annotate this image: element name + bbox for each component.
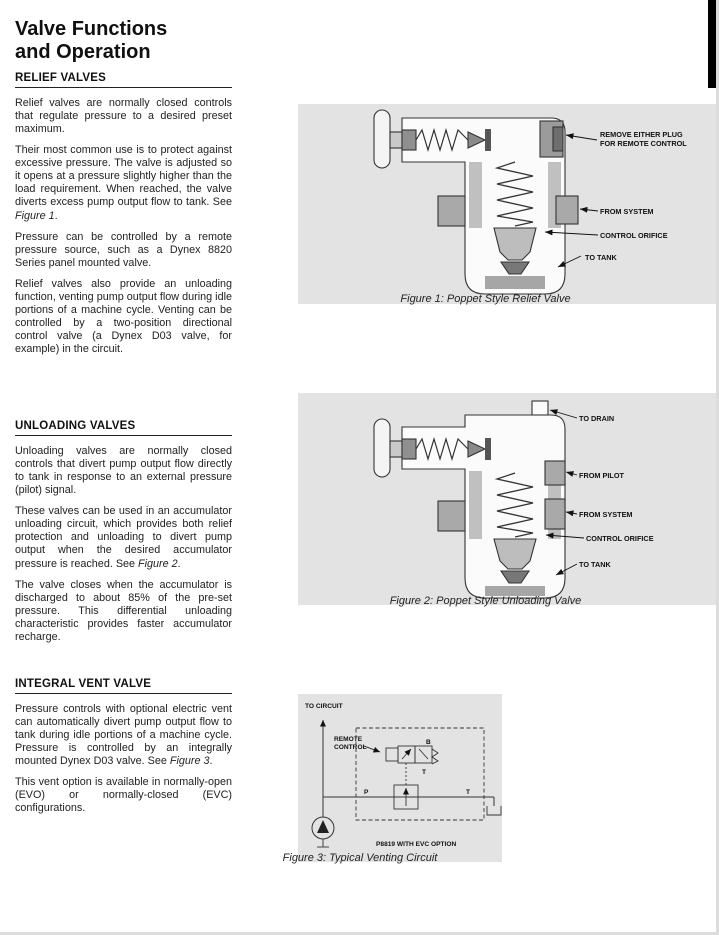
venting-circuit-schematic: TO CIRCUIT REMOTE CONTROL B T — [305, 703, 502, 848]
valve-port-t-label: T — [422, 769, 426, 776]
tank-symbol — [486, 797, 502, 816]
circuit-lines — [320, 720, 494, 817]
model-label: P8819 WITH EVC OPTION — [376, 841, 456, 848]
paragraph: Relief valves are normally closed contro… — [15, 97, 232, 136]
from-system-label: FROM SYSTEM — [600, 207, 654, 216]
figure1-relief-valve: REMOVE EITHER PLUG FOR REMOTE CONTROL FR… — [298, 104, 716, 304]
main-spring-and-poppet — [493, 472, 537, 584]
remote-control-label-line1: REMOTE — [334, 736, 363, 743]
valve-port-b-label: B — [426, 739, 431, 746]
page-title-line2: and Operation — [15, 40, 151, 63]
pilot-spring — [415, 436, 491, 462]
figure2-unloading-valve: TO DRAIN FROM PILOT FROM SYSTEM CONTROL … — [298, 393, 716, 605]
paragraph: This vent option is available in normall… — [15, 776, 232, 815]
paragraph-text: These valves can be used in an accumulat… — [15, 505, 232, 570]
remove-plug-label-line2: FOR REMOTE CONTROL — [600, 139, 687, 148]
paragraph-text: . — [177, 557, 181, 570]
paragraph: Relief valves also provide an unloading … — [15, 277, 232, 356]
to-tank-label: TO TANK — [585, 253, 617, 262]
page-title-line1: Valve Functions — [15, 18, 168, 41]
figure-reference: Figure 3 — [169, 755, 210, 768]
figure1-callouts: REMOVE EITHER PLUG FOR REMOTE CONTROL FR… — [544, 130, 687, 268]
system-ports — [437, 195, 579, 227]
figure-reference: Figure 2 — [138, 557, 178, 570]
vent-option-boundary — [355, 727, 485, 821]
section-heading-unloading-valves: UNLOADING VALVES — [15, 420, 232, 436]
relief-valve-diagram: REMOVE EITHER PLUG FOR REMOTE CONTROL FR… — [373, 109, 687, 295]
paragraph: Pressure can be controlled by a remote p… — [15, 230, 232, 269]
to-circuit-label: TO CIRCUIT — [305, 703, 343, 710]
from-system-label: FROM SYSTEM — [579, 510, 633, 519]
valve-body — [401, 400, 566, 599]
section-integral-vent-valve: INTEGRAL VENT VALVE Pressure controls wi… — [15, 678, 232, 824]
paragraph: These valves can be used in an accumulat… — [15, 505, 232, 570]
to-drain-label: TO DRAIN — [579, 414, 614, 423]
figure3-caption: Figure 3: Typical Venting Circuit — [282, 852, 438, 864]
remove-plug-label-line1: REMOVE EITHER PLUG — [600, 130, 683, 139]
figure2-caption: Figure 2: Poppet Style Unloading Valve — [389, 595, 582, 607]
paragraph: The valve closes when the accumulator is… — [15, 578, 232, 643]
control-orifice-label: CONTROL ORIFICE — [600, 231, 668, 240]
page-edge-mark — [708, 0, 716, 88]
system-ports — [437, 460, 566, 532]
adjustment-knob — [373, 109, 417, 169]
paragraph: Unloading valves are normally closed con… — [15, 445, 232, 497]
remote-plug — [539, 120, 564, 158]
figure3-venting-circuit: TO CIRCUIT REMOTE CONTROL B T — [298, 694, 502, 862]
section-unloading-valves: UNLOADING VALVES Unloading valves are no… — [15, 420, 232, 652]
paragraph-text: Their most common use is to protect agai… — [15, 144, 232, 209]
adjustment-knob — [373, 418, 417, 478]
remote-control-label-line2: CONTROL — [334, 744, 367, 751]
section-heading-relief-valves: RELIEF VALVES — [15, 72, 232, 88]
to-tank-label: TO TANK — [579, 560, 611, 569]
figure1-caption: Figure 1: Poppet Style Relief Valve — [400, 293, 571, 305]
port-t-label: T — [466, 789, 470, 796]
paragraph: Pressure controls with optional electric… — [15, 703, 232, 768]
paragraph: Their most common use is to protect agai… — [15, 144, 232, 222]
figure2-callouts: TO DRAIN FROM PILOT FROM SYSTEM CONTROL … — [545, 409, 654, 576]
main-spring-and-poppet — [493, 161, 537, 275]
paragraph-text: Pressure controls with optional electric… — [15, 703, 232, 768]
remote-control-callout: REMOTE CONTROL — [334, 736, 381, 753]
paragraph-text: . — [54, 209, 58, 222]
unloading-valve-diagram: TO DRAIN FROM PILOT FROM SYSTEM CONTROL … — [373, 400, 654, 599]
paragraph-text: . — [209, 755, 213, 768]
figure-reference: Figure 1 — [15, 209, 55, 222]
pump-symbol — [311, 816, 335, 848]
control-orifice-label: CONTROL ORIFICE — [586, 534, 654, 543]
from-pilot-label: FROM PILOT — [579, 471, 625, 480]
vent-valve-symbol — [393, 784, 419, 810]
section-heading-integral-vent-valve: INTEGRAL VENT VALVE — [15, 678, 232, 694]
pilot-spring — [415, 127, 491, 153]
solenoid-valve-symbol: B T — [385, 739, 439, 785]
port-p-label: P — [364, 789, 369, 796]
section-relief-valves: RELIEF VALVES Relief valves are normally… — [15, 72, 232, 364]
